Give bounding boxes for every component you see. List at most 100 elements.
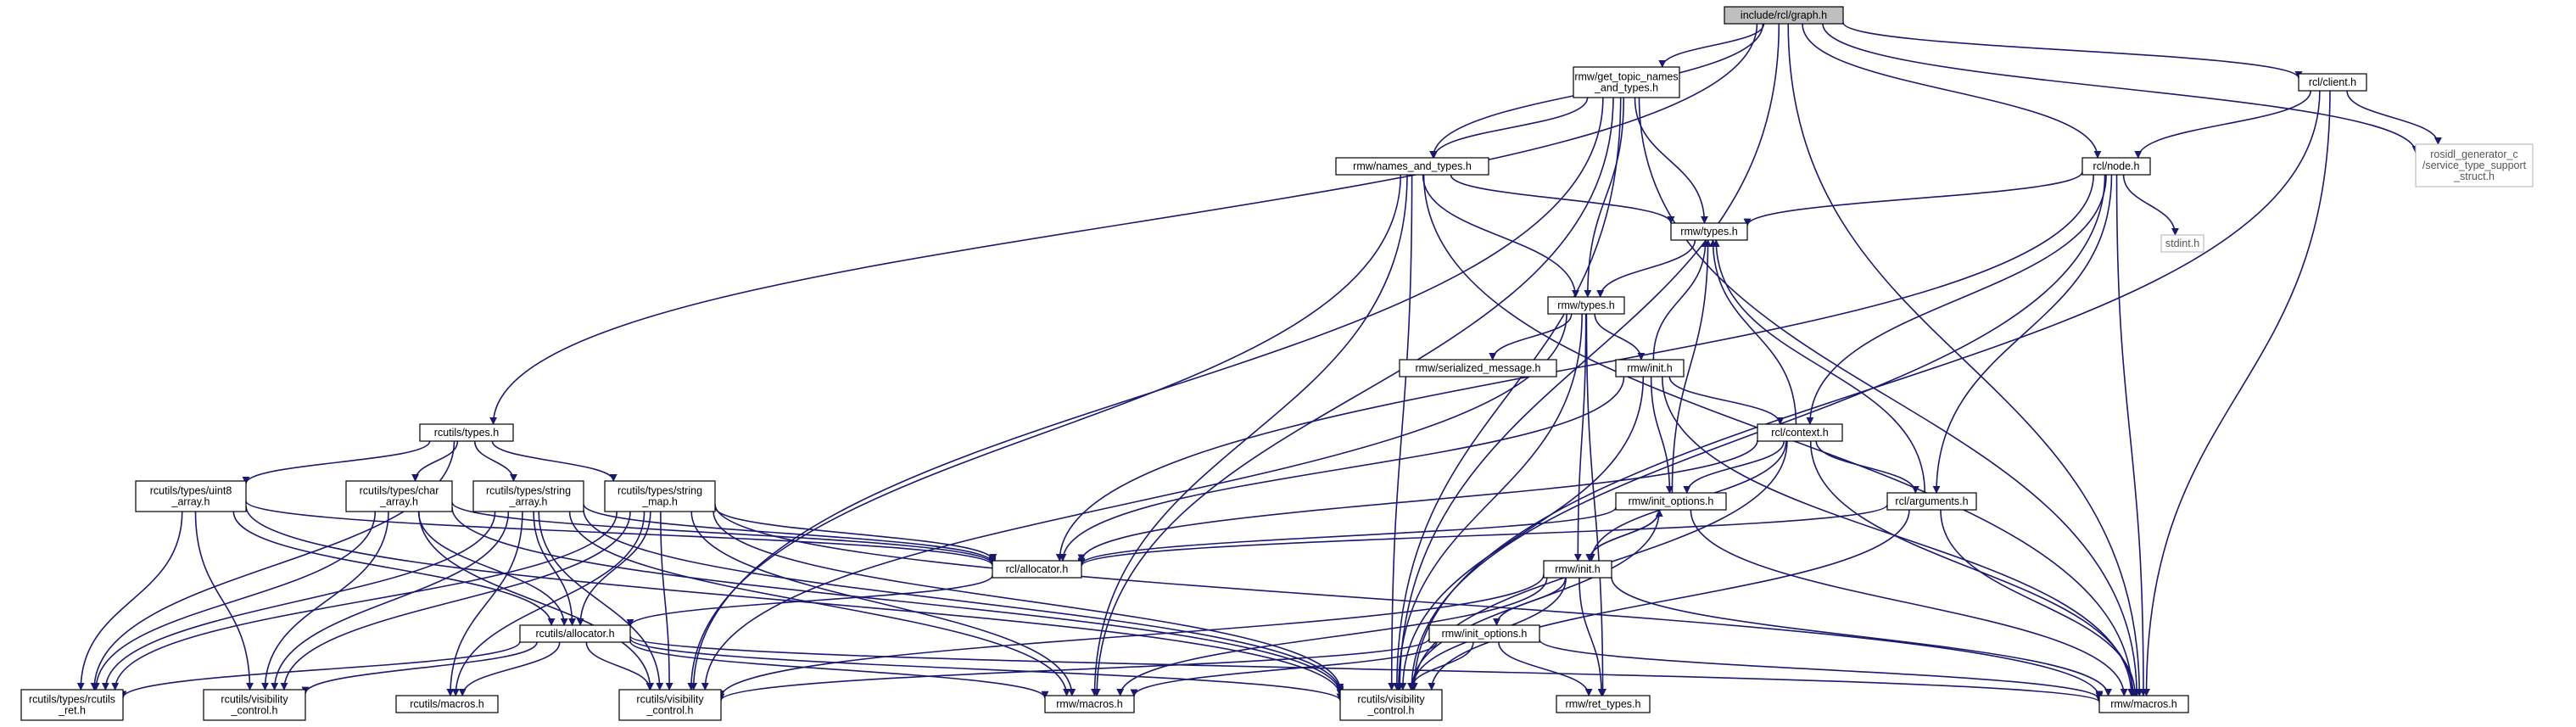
node-box [1044,695,1135,713]
dependency-edge-rcutils_alloc-to-vis1 [301,641,538,695]
node-box [2298,73,2367,92]
node-label: rcutils/types/rcutils [29,694,115,706]
dependency-edge-arguments-to-rmw_types_top [1712,239,1926,494]
header-node-rmw-types[interactable]: rmw/types.h [1547,296,1625,315]
dependency-edge-rcl_node-to-rmw_macros [2115,174,2148,696]
dependency-edge-rmw_types-to-rmw_init [1594,313,1646,361]
header-node-root[interactable]: include/rcl/graph.h [1724,6,1844,25]
dependency-edge-string_map-to-vis3 [712,511,1344,691]
node-box [1757,423,1843,442]
dependency-edge-names_types-to-rmw_types_top [1450,174,1675,224]
header-node-rcl-alloc[interactable]: rcl/allocator.h [992,560,1082,579]
dependency-edge-rmw_init-to-rmw_types_top [1652,239,1710,361]
header-node-stdint: stdint.h [2160,234,2204,253]
header-node-init-options2[interactable]: rmw/init_options.h [1428,624,1540,643]
node-label: rmw/init_options.h [1442,628,1528,640]
header-node-arguments[interactable]: rcl/arguments.h [1886,492,1977,511]
dependency-edge-char_arr-to-vis3 [451,507,1344,696]
node-label: rmw/macros.h [1056,698,1123,710]
node-box [20,689,124,721]
dependency-edge-init_options-to-rcl_alloc [1077,506,1617,566]
header-node-context[interactable]: rcl/context.h [1757,423,1843,442]
header-node-rmw-macros[interactable]: rmw/macros.h [2098,695,2189,713]
header-node-rmw-types-top[interactable]: rmw/types.h [1670,222,1748,241]
node-box [1670,222,1748,241]
header-node-string-arr[interactable]: rcutils/types/string_array.h [472,480,584,512]
header-node-rcutils-alloc[interactable]: rcutils/allocator.h [519,624,631,643]
dependency-edge-string_arr-to-ret [101,511,496,691]
node-label: rmw/get_topic_names [1574,71,1678,83]
dependency-edge-root-to-rmw_macros [1787,23,2143,696]
header-node-ret-types[interactable]: rmw/ret_types.h [1556,695,1651,713]
header-node-rmw-macros-mid[interactable]: rmw/macros.h [1044,695,1135,713]
dependency-edge-arguments-to-rcl_alloc [1077,504,1888,567]
dependency-edge-get_topic-to-rmw_types_top [1634,97,1708,224]
node-box [472,480,584,512]
header-node-string-map[interactable]: rcutils/types/string_map.h [604,480,716,512]
node-label: rmw/init.h [1555,563,1601,575]
dependency-edge-names_types-to-vis2 [687,174,1402,691]
dependency-edge-init_options2-to-ret_types [1498,641,1593,696]
node-box [2098,695,2189,713]
node-label: rcutils/macros.h [410,698,484,710]
node-box [1547,296,1625,315]
header-node-names-types[interactable]: rmw/names_and_types.h [1335,157,1489,176]
header-node-vis3[interactable]: rcutils/visibility_control.h [1339,689,1443,721]
header-node-vis1[interactable]: rcutils/visibility_control.h [203,689,306,721]
header-node-vis2[interactable]: rcutils/visibility_control.h [618,689,722,721]
header-node-char-arr[interactable]: rcutils/types/char_array.h [345,480,453,512]
header-node-rcl-node[interactable]: rcl/node.h [2081,157,2151,176]
node-label: _control.h [1367,705,1415,717]
node-label: rcl/arguments.h [1895,495,1968,507]
node-label: _and_types.h [1594,82,1658,94]
dependency-edge-char_arr-to-vis2 [418,511,655,691]
header-node-ret[interactable]: rcutils/types/rcutils_ret.h [20,689,124,721]
dependency-edge-rmw_init2-to-rmw_macros_mid [1116,577,1548,696]
dependency-edge-arguments-to-vis3 [1428,509,1910,691]
dependency-edge-root-to-client [1842,22,2303,80]
header-node-serialized[interactable]: rmw/serialized_message.h [1399,359,1557,377]
node-label: _control.h [231,705,278,717]
header-node-get-topic[interactable]: rmw/get_topic_names_and_types.h [1573,66,1680,98]
dependency-edge-rcutils_alloc-to-ret [119,640,521,699]
dependency-edge-string_map-to-vis1 [280,511,631,691]
dependency-edge-rcutils_alloc-to-rmw_macros_mid [629,640,1049,699]
header-node-rcutils-types[interactable]: rcutils/types.h [419,423,514,442]
node-label: rmw/types.h [1557,299,1614,311]
node-box [1428,624,1540,643]
node-label: rcutils/types/char [360,485,439,497]
header-node-client[interactable]: rcl/client.h [2298,73,2367,92]
node-box [135,480,247,512]
dependency-edge-context-to-rcl_alloc [1077,439,1758,562]
header-node-init-options[interactable]: rmw/init_options.h [1615,492,1727,511]
node-box [1886,492,1977,511]
dependency-edge-uint8-to-vis3 [245,506,1344,697]
node-box [395,695,499,713]
dependency-edge-string_arr-to-vis3 [583,509,1344,694]
dependency-edge-get_topic-to-vis3 [1393,97,1622,691]
header-nodes: include/rcl/graph.h rmw/get_topic_names_a… [20,6,2534,721]
node-label: rcl/context.h [1771,427,1828,439]
dependency-edge-get_topic-to-rmw_macros [1638,97,2141,696]
node-box [2160,234,2204,253]
dependency-edge-string_arr-to-vis1 [271,511,510,691]
dependency-edge-init_options2-to-vis3 [1407,641,1474,691]
node-label: rmw/types.h [1680,226,1737,238]
dependency-edge-names_types-to-vis3 [1388,174,1413,691]
dependency-edge-get_topic-to-rmw_types [1584,97,1625,298]
node-box [419,423,514,442]
dependency-edge-init_options2-to-rmw_macros [1539,639,2104,701]
node-label: stdint.h [2165,238,2199,249]
header-node-uint8[interactable]: rcutils/types/uint8_array.h [135,480,247,512]
dependency-edge-rcutils_types-to-string_arr [473,440,517,482]
dependency-edge-rmw_init2-to-init_options [1588,509,1663,562]
dependency-edge-rcl_alloc-to-rcutils_alloc [626,574,993,627]
dependency-edge-rcutils_alloc-to-vis2 [585,641,654,691]
header-node-cmacros[interactable]: rcutils/macros.h [395,695,499,713]
header-node-rmw-init2[interactable]: rmw/init.h [1543,560,1612,579]
dependency-edge-rmw_init-to-init_options [1650,376,1674,494]
node-label: rcutils/visibility [1357,694,1425,706]
header-node-rmw-init[interactable]: rmw/init.h [1615,359,1685,377]
dependency-edges [76,22,2442,703]
